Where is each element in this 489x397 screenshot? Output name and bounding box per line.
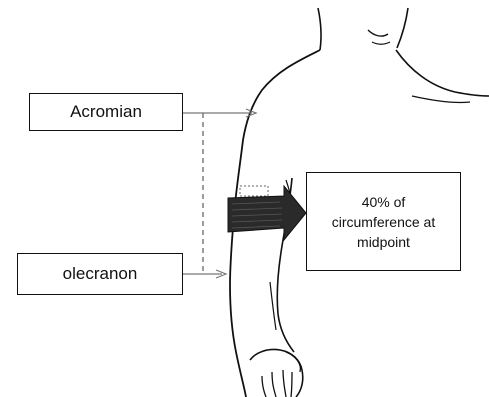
- chin-line: [368, 30, 388, 36]
- mouth-line: [372, 42, 390, 44]
- forearm-inner-line: [270, 282, 276, 330]
- circumference-label: 40% of circumference at midpoint: [332, 192, 435, 252]
- collarbone-line: [412, 96, 470, 103]
- acromion-label: Acromian: [70, 102, 142, 122]
- shoulder-right-line: [396, 50, 489, 96]
- midpoint-mark: [240, 186, 268, 196]
- neck-outline: [318, 8, 321, 50]
- acromion-label-box: Acromian: [29, 93, 183, 131]
- fist-knuckles: [262, 370, 292, 397]
- measuring-tape-band: [228, 186, 306, 240]
- circumference-label-line-3: midpoint: [332, 232, 435, 252]
- neck-outline-right: [397, 8, 408, 48]
- circumference-label-line-1: 40% of: [332, 192, 435, 212]
- circumference-label-line-2: circumference at: [332, 212, 435, 232]
- olecranon-label-box: olecranon: [17, 253, 183, 295]
- circumference-label-box: 40% of circumference at midpoint: [306, 172, 461, 271]
- olecranon-label: olecranon: [63, 264, 138, 284]
